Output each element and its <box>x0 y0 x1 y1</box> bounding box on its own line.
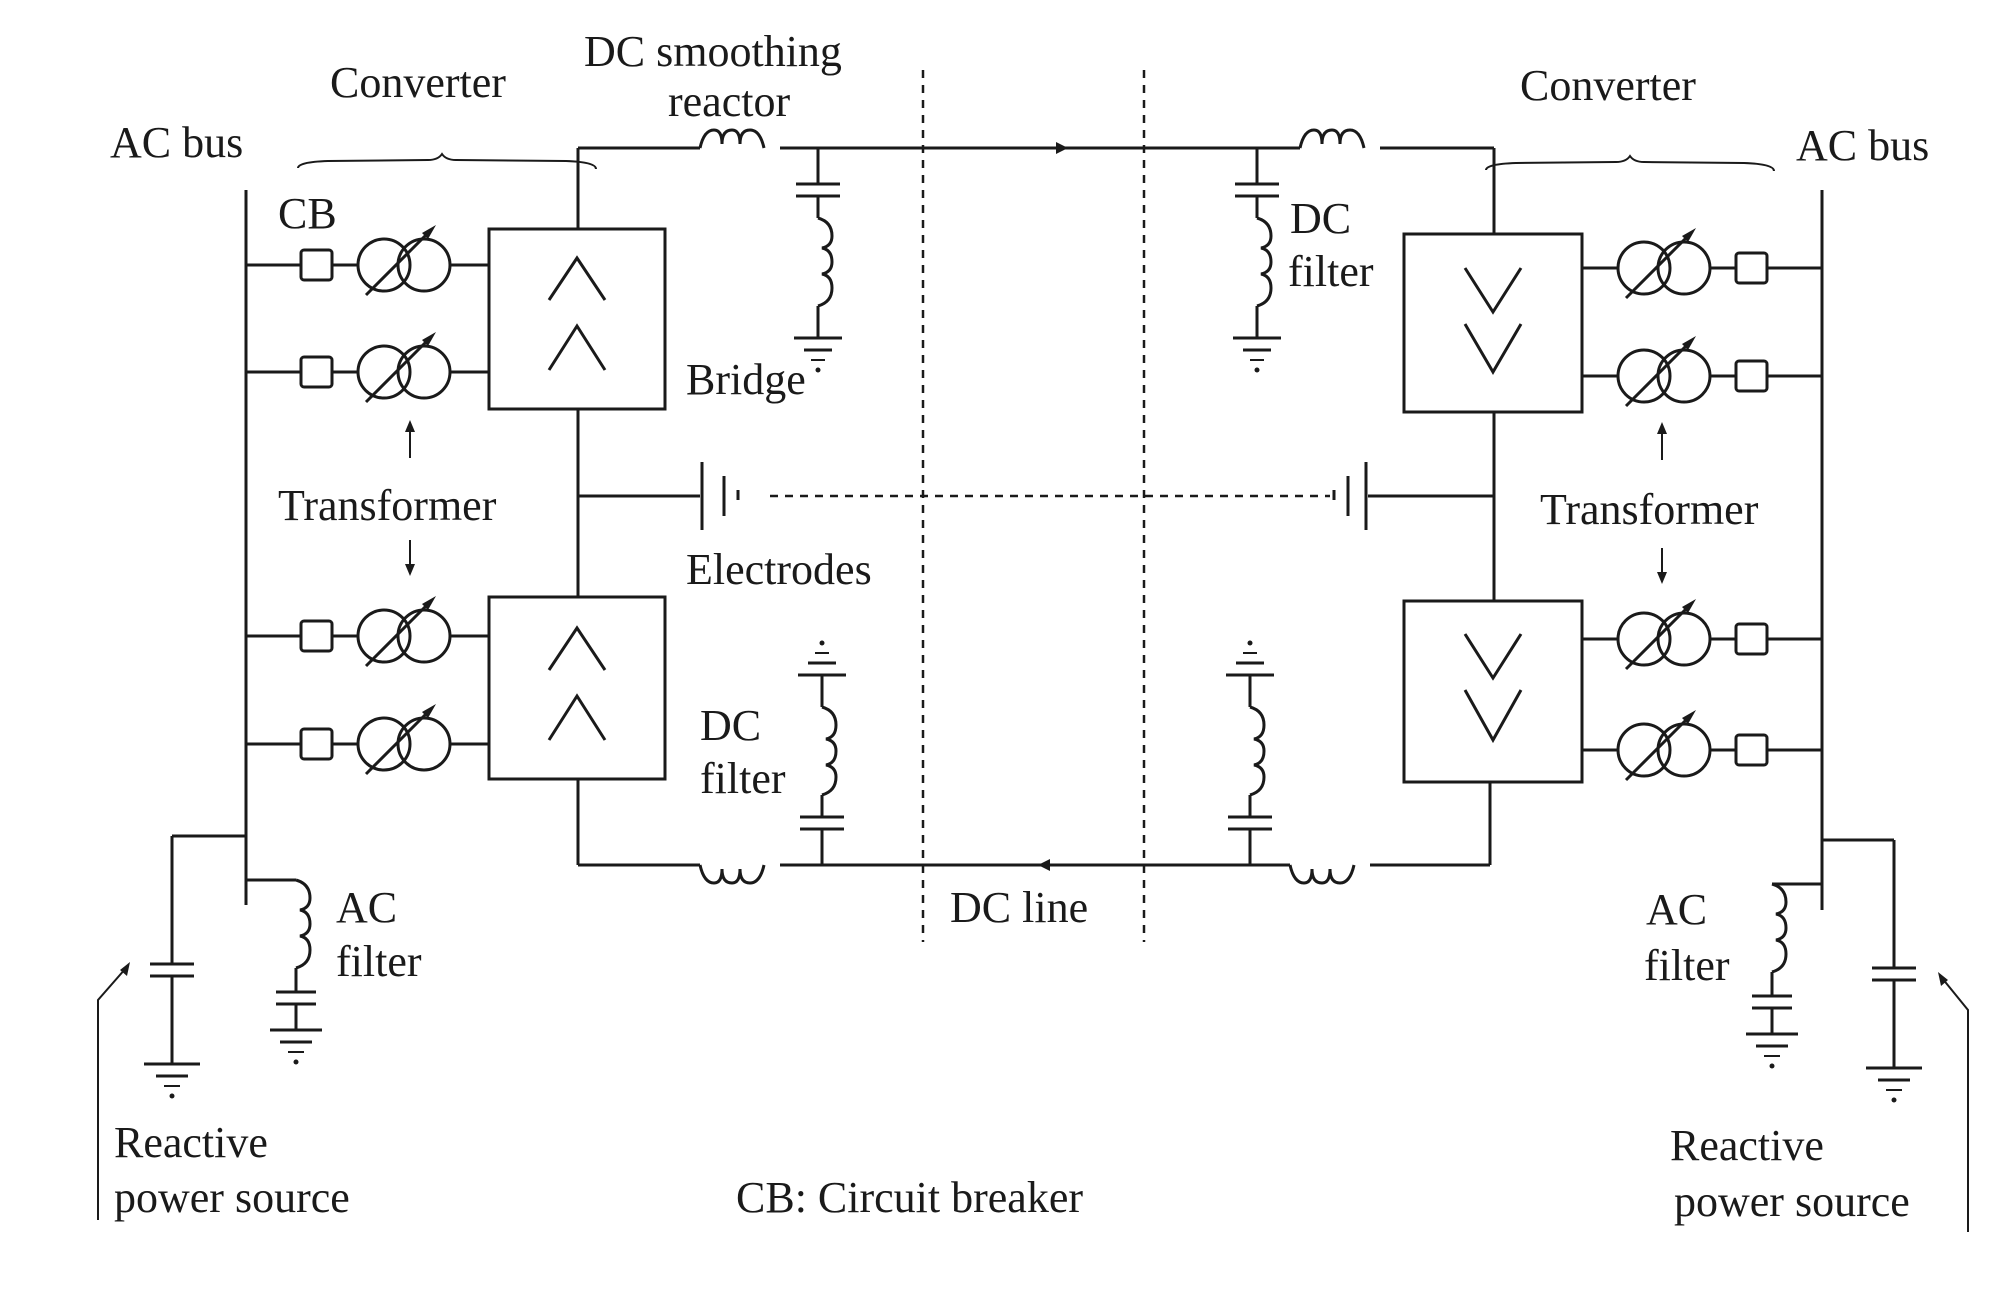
transformer-branch-right-3 <box>1578 597 1824 671</box>
dc-filter-bottom-right <box>1224 639 1276 867</box>
reactive-power-capacitor-right <box>1864 838 1924 1104</box>
transformer-arrows-left <box>405 420 415 576</box>
label-cb: CB <box>278 189 337 238</box>
smoothing-reactor-top-right <box>1298 128 1366 150</box>
transformer-branch-left-2 <box>244 330 490 404</box>
label-transformer-left: Transformer <box>278 481 497 530</box>
transformer-branch-left-4 <box>244 702 490 776</box>
dc-lines <box>578 70 1494 942</box>
bridge-chevron-icon <box>547 323 607 371</box>
label-dc-filter-top-2: filter <box>1288 247 1374 296</box>
reactive-source-leader <box>1941 977 1969 1232</box>
dc-filter-bottom-left <box>796 639 848 867</box>
dc-filter-top-left <box>792 146 844 374</box>
label-dc-filter-bottom-1: DC <box>700 701 761 750</box>
bridge-chevron-icon <box>547 255 607 301</box>
bridge-chevron-icon <box>1463 689 1523 744</box>
label-ac-bus-left: AC bus <box>110 118 243 167</box>
label-dc-smoothing-2: reactor <box>668 77 790 126</box>
transformer-arrows-right <box>1657 422 1667 584</box>
current-arrow-right <box>1056 142 1068 154</box>
label-converter-left: Converter <box>330 58 506 107</box>
smoothing-reactor-top-left <box>698 128 766 150</box>
smoothing-reactor-bottom-left <box>698 863 766 885</box>
label-dc-smoothing-1: DC smoothing <box>584 27 842 76</box>
smoothing-reactor-bottom-right <box>1288 863 1356 885</box>
reactive-source-leader <box>97 967 127 1220</box>
label-reactive-right-2: power source <box>1674 1177 1910 1226</box>
transformer-branch-right-4 <box>1578 708 1824 782</box>
label-dc-filter-top-1: DC <box>1290 194 1351 243</box>
transformer-branch-right-1 <box>1578 226 1824 300</box>
label-reactive-left-1: Reactive <box>114 1118 268 1167</box>
transformer-branch-left-3 <box>244 594 490 668</box>
label-ac-filter-right-1: AC <box>1646 885 1707 934</box>
label-electrodes: Electrodes <box>686 545 872 594</box>
label-reactive-right-1: Reactive <box>1670 1121 1824 1170</box>
legend-cb: CB: Circuit breaker <box>736 1173 1083 1222</box>
label-bridge: Bridge <box>686 355 806 404</box>
bridge-chevron-icon <box>1463 323 1523 375</box>
bridge-chevron-icon <box>547 693 607 741</box>
converter-brace-left <box>297 152 597 170</box>
current-arrow-left <box>1038 859 1050 871</box>
converter-brace-right <box>1485 154 1775 172</box>
right-station <box>1332 148 1969 1232</box>
label-dc-filter-bottom-2: filter <box>700 754 786 803</box>
transformer-branch-right-2 <box>1578 334 1824 408</box>
label-dc-line: DC line <box>950 883 1088 932</box>
left-station <box>97 148 740 1220</box>
bridge-chevron-icon <box>1463 633 1523 681</box>
bridge-left-lower <box>487 595 667 781</box>
bridge-chevron-icon <box>547 625 607 671</box>
reactive-power-capacitor-left <box>142 834 202 1100</box>
ac-filter-left <box>268 878 324 1066</box>
label-ac-filter-left-2: filter <box>336 937 422 986</box>
ac-filter-right <box>1744 882 1800 1070</box>
label-reactive-left-2: power source <box>114 1173 350 1222</box>
label-ac-filter-left-1: AC <box>336 883 397 932</box>
label-ac-bus-right: AC bus <box>1796 121 1929 170</box>
label-ac-filter-right-2: filter <box>1644 941 1730 990</box>
dc-filter-top-right <box>1231 146 1283 374</box>
bridge-chevron-icon <box>1463 267 1523 315</box>
bridge-right-lower <box>1402 599 1584 784</box>
bridge-right-upper <box>1402 232 1584 414</box>
label-transformer-right: Transformer <box>1540 485 1759 534</box>
label-converter-right: Converter <box>1520 61 1696 110</box>
